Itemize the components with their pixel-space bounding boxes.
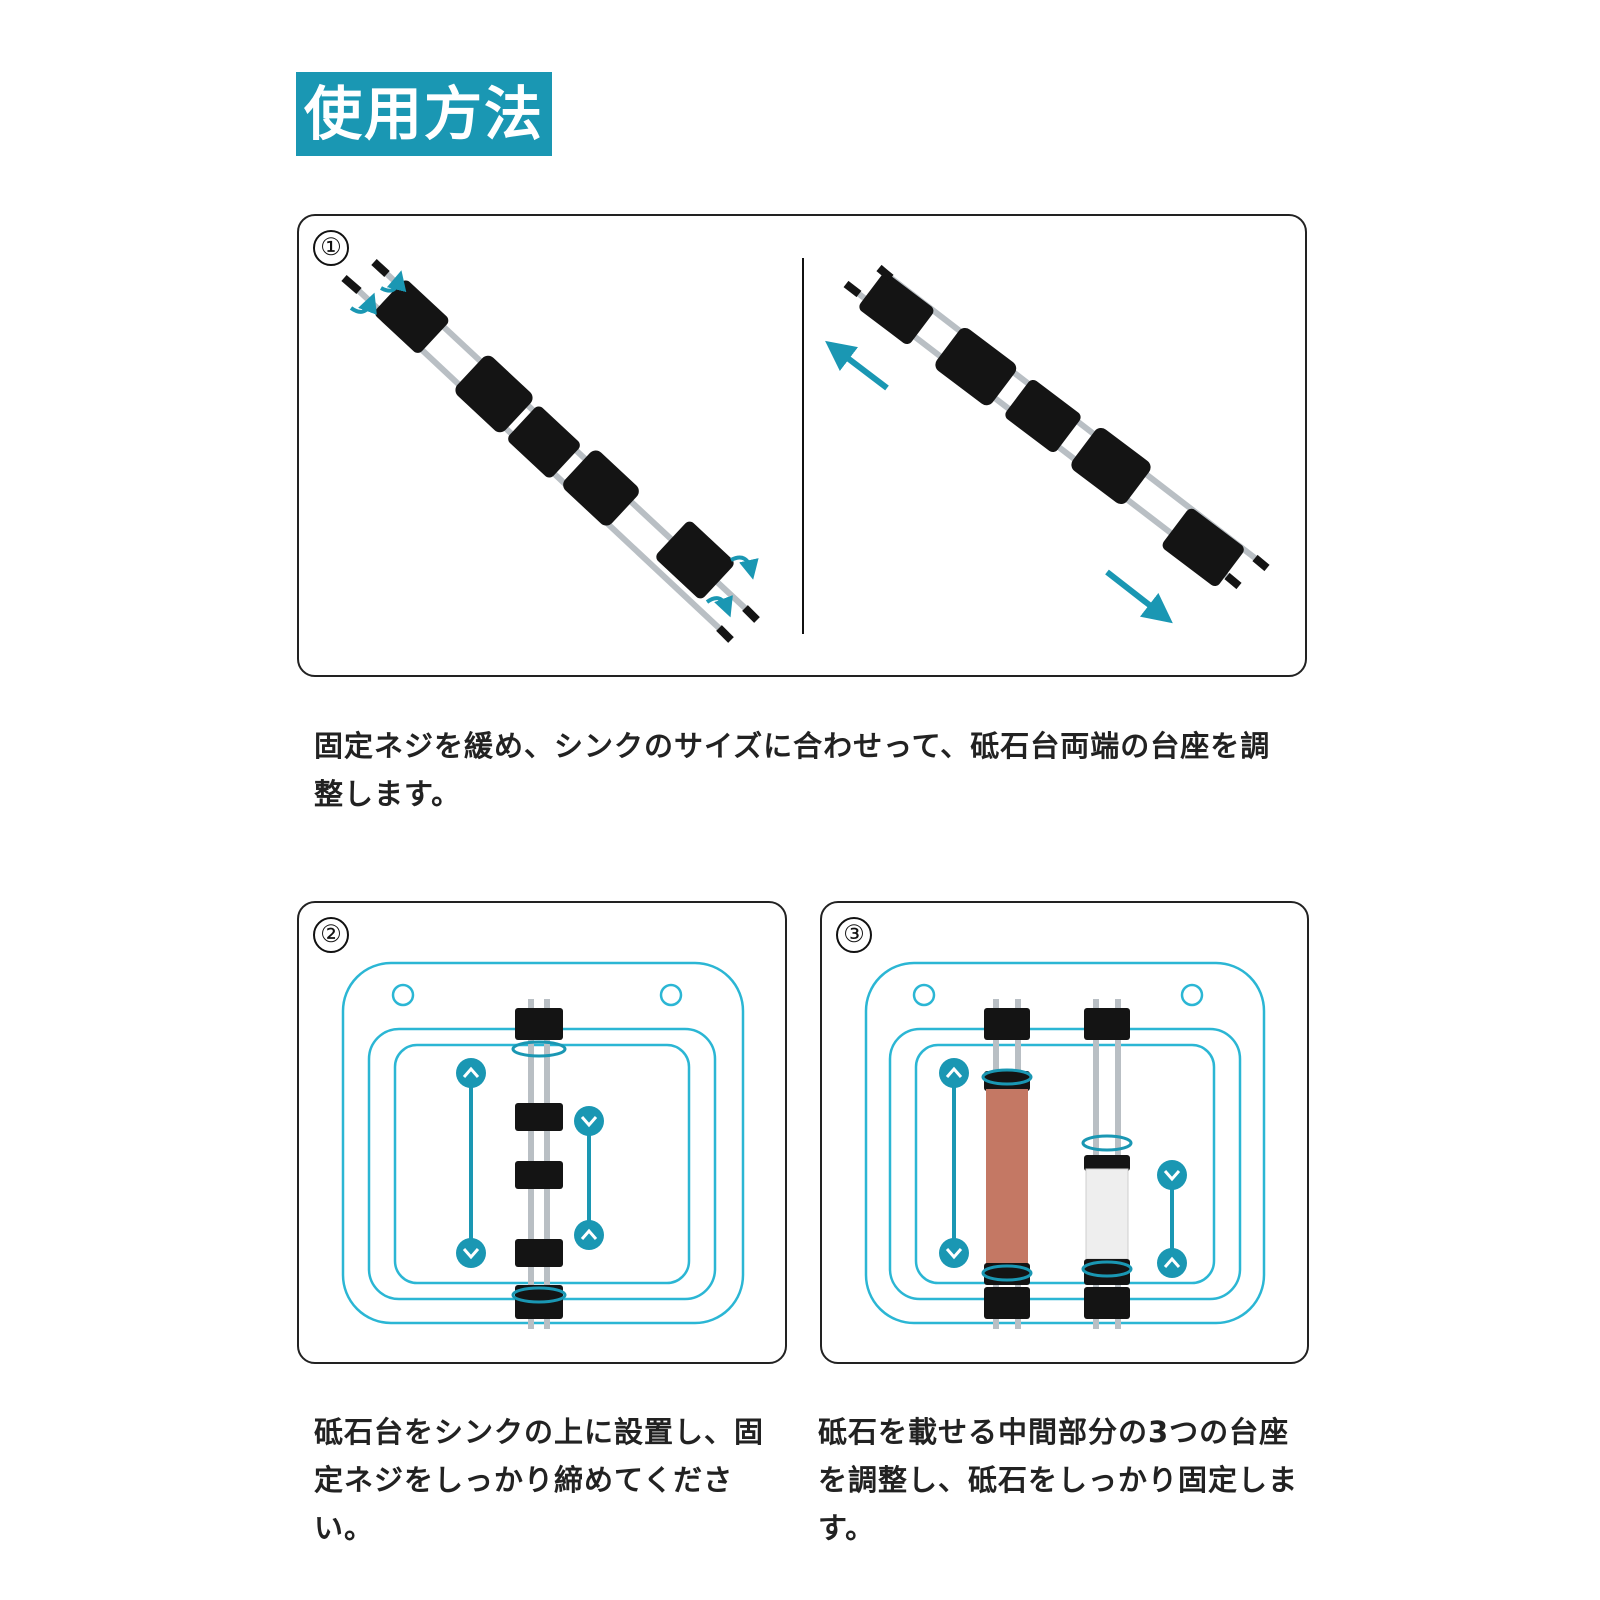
chevron-up-icon xyxy=(456,1058,486,1088)
expand-arrow-icon xyxy=(825,340,889,391)
rotate-arrow-icon xyxy=(705,595,733,618)
rotate-arrow-icon xyxy=(1081,1134,1133,1152)
adjust-arrows xyxy=(939,1058,1187,1278)
rotate-arrow-icon xyxy=(1081,1260,1133,1278)
sharpening-holder-red-stone xyxy=(981,999,1033,1329)
step-number: ② xyxy=(313,917,349,953)
step-3-caption: 砥石を載せる中間部分の3つの台座を調整し、砥石をしっかり固定します。 xyxy=(818,1415,1299,1545)
rotate-arrow-icon xyxy=(981,1264,1033,1282)
sharpening-holder-left xyxy=(341,259,760,643)
rotate-arrow-icon xyxy=(349,292,377,315)
rotate-arrow-icon xyxy=(380,270,407,293)
rotate-arrow-icon xyxy=(981,1068,1033,1086)
step-1-illustration xyxy=(341,258,1270,643)
chevron-down-icon xyxy=(456,1238,486,1268)
chevron-up-icon xyxy=(939,1058,969,1088)
step-2-caption: 砥石台をシンクの上に設置し、固定ネジをしっかり締めてください。 xyxy=(314,1415,765,1545)
step-2-illustration xyxy=(341,961,745,1329)
step-number: ① xyxy=(313,230,349,266)
sink-outline xyxy=(864,961,1266,1325)
sharpening-holder-diamond-stone xyxy=(1081,999,1133,1329)
step-2-panel: ② xyxy=(297,901,787,1364)
sharpening-holder-right xyxy=(825,264,1270,624)
rotate-arrow-icon xyxy=(730,555,759,580)
whetstone xyxy=(1085,1168,1129,1260)
adjust-arrows xyxy=(456,1058,604,1268)
whetstone xyxy=(986,1089,1028,1265)
step-1-caption: 固定ネジを緩め、シンクのサイズに合わせって、砥石台両端の台座を調整します。 xyxy=(314,729,1271,811)
expand-arrow-icon xyxy=(1105,569,1173,624)
chevron-up-icon xyxy=(1157,1248,1187,1278)
sharpening-holder xyxy=(511,999,567,1329)
chevron-down-icon xyxy=(574,1106,604,1136)
chevron-up-icon xyxy=(574,1220,604,1250)
rotate-arrow-icon xyxy=(511,1040,567,1058)
step-3-panel: ③ xyxy=(820,901,1309,1364)
chevron-down-icon xyxy=(939,1238,969,1268)
page-title: 使用方法 xyxy=(296,72,552,156)
step-number: ③ xyxy=(836,917,872,953)
chevron-down-icon xyxy=(1157,1160,1187,1190)
step-3-illustration xyxy=(864,961,1266,1329)
rotate-arrow-icon xyxy=(511,1286,567,1304)
step-1-panel: ① xyxy=(297,214,1307,677)
